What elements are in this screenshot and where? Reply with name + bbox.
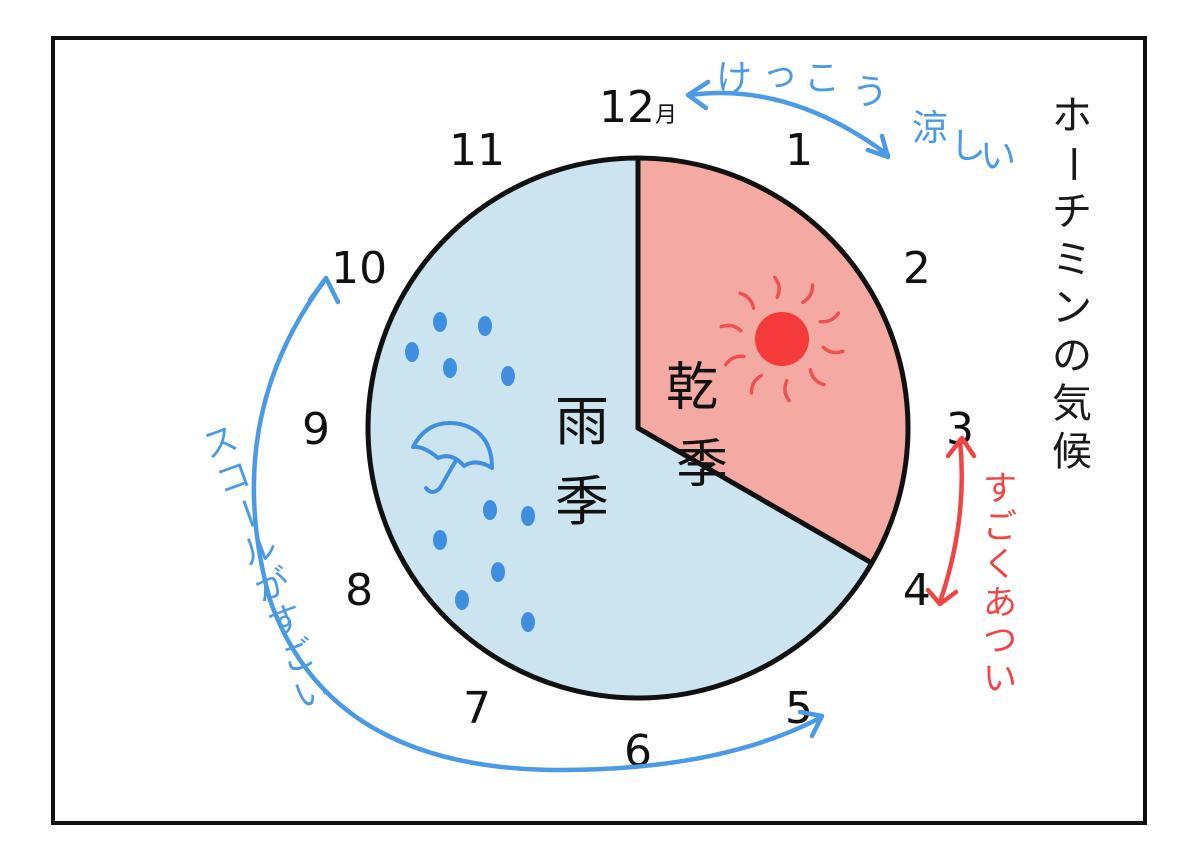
hot-period-arrow bbox=[925, 435, 977, 607]
raindrop bbox=[478, 316, 492, 336]
dry-season-label-char-2: 季 bbox=[676, 435, 728, 495]
raindrop bbox=[433, 530, 447, 550]
raindrop bbox=[433, 312, 447, 332]
sun-ray bbox=[749, 373, 764, 395]
rainy-season-label-char-1: 雨 bbox=[555, 390, 609, 453]
month-label-2: 2 bbox=[903, 243, 931, 294]
raindrop bbox=[491, 562, 505, 582]
raindrop bbox=[483, 500, 497, 520]
sun-ray bbox=[800, 283, 815, 305]
rainy-season-sector bbox=[365, 155, 875, 701]
raindrop bbox=[521, 612, 535, 632]
cool-annotation: けっこう涼しい bbox=[716, 54, 1016, 177]
sun-ray bbox=[808, 368, 826, 387]
hot-annotation: すごくあつい bbox=[983, 469, 1017, 699]
month-label-9: 9 bbox=[302, 404, 330, 455]
squall-period-arrow bbox=[251, 275, 825, 773]
rainy-season-label-char-2: 季 bbox=[555, 470, 609, 533]
panel-frame bbox=[51, 36, 1147, 825]
month-label-1: 1 bbox=[785, 125, 813, 176]
month-label-7: 7 bbox=[463, 683, 491, 734]
sun-ray bbox=[738, 291, 756, 310]
umbrella-icon bbox=[411, 421, 494, 494]
raindrop bbox=[501, 366, 515, 386]
sun-ray bbox=[723, 354, 746, 367]
sun-ray bbox=[818, 311, 841, 324]
sun-ray bbox=[773, 275, 781, 300]
month-suffix: 月 bbox=[655, 103, 677, 128]
month-label-8: 8 bbox=[345, 565, 373, 616]
dry-season-label-char-1: 乾 bbox=[666, 358, 718, 418]
raindrop bbox=[443, 358, 457, 378]
month-label-12: 12月 bbox=[599, 82, 677, 133]
sun-ray bbox=[783, 378, 791, 403]
cool-period-arrow bbox=[685, 79, 891, 160]
month-label-11: 11 bbox=[449, 125, 505, 176]
raindrop bbox=[521, 506, 535, 526]
raindrop bbox=[455, 590, 469, 610]
month-label-10: 10 bbox=[331, 243, 387, 294]
raindrop-icon bbox=[405, 312, 535, 632]
diagram-title: ホーチミンの気候 bbox=[1049, 93, 1095, 475]
sun-ray bbox=[821, 345, 845, 355]
raindrop bbox=[405, 342, 419, 362]
sun-icon bbox=[719, 275, 845, 403]
sun-ray bbox=[719, 323, 743, 333]
